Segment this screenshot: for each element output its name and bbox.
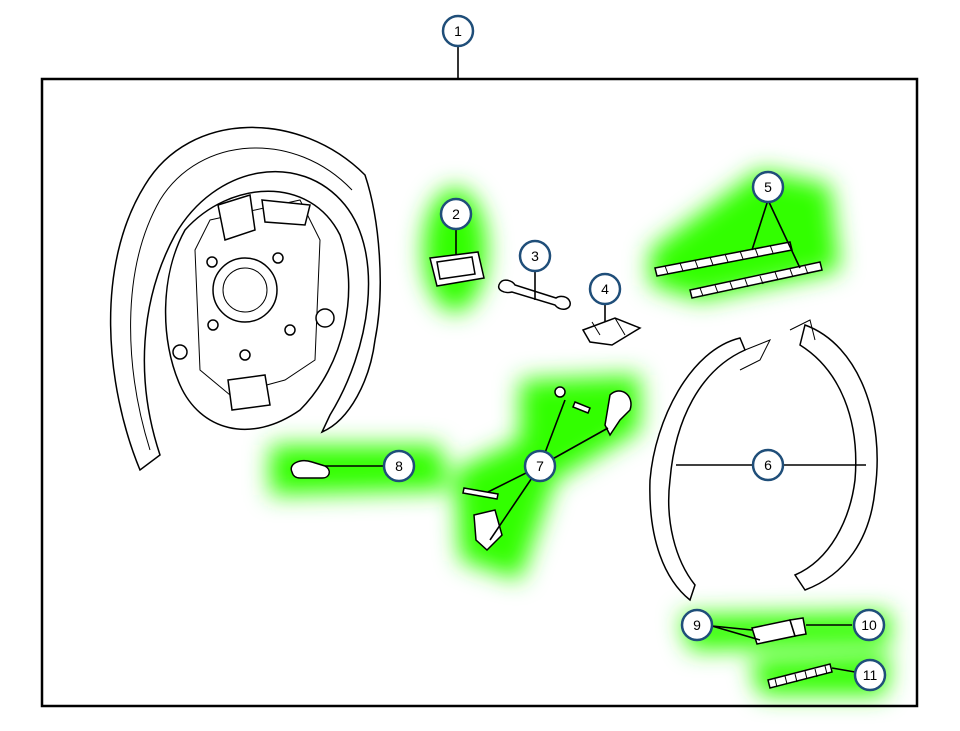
backing-plate-drawing [109, 126, 381, 472]
part-4-drawing [581, 303, 642, 346]
callout-5-label: 5 [764, 179, 772, 195]
part-7-drawing [462, 386, 632, 552]
part-9-10-drawing [711, 617, 852, 645]
callout-8-label: 8 [395, 458, 403, 474]
callout-11-label: 11 [863, 667, 878, 683]
callout-11[interactable]: 11 [853, 658, 887, 692]
callout-3[interactable]: 3 [518, 239, 552, 273]
callout-3-label: 3 [531, 248, 539, 264]
callout-9[interactable]: 9 [680, 608, 714, 642]
part-3-drawing [498, 270, 571, 310]
callout-7-label: 7 [536, 458, 544, 474]
callout-4[interactable]: 4 [588, 272, 622, 306]
part-8-drawing [290, 460, 384, 479]
callout-10-label: 10 [861, 617, 877, 633]
callout-2[interactable]: 2 [439, 197, 473, 231]
callout-8[interactable]: 8 [382, 449, 416, 483]
assembly-frame [40, 77, 919, 708]
callout-10[interactable]: 10 [852, 608, 886, 642]
callout-9-label: 9 [693, 617, 701, 633]
part-11-drawing [767, 663, 856, 689]
callout-4-label: 4 [601, 281, 609, 297]
part-5-drawing [654, 199, 823, 299]
callout-6[interactable]: 6 [751, 448, 785, 482]
callout-1-label: 1 [454, 23, 462, 39]
callout-7[interactable]: 7 [523, 449, 557, 483]
part-6-drawing [649, 319, 878, 602]
callout-6-label: 6 [764, 457, 772, 473]
callout-2-label: 2 [452, 206, 460, 222]
part-2-drawing [429, 230, 485, 287]
highlight-layer [270, 170, 890, 695]
callout-5[interactable]: 5 [751, 170, 785, 204]
callout-layer: 1 2 3 4 5 6 7 8 [382, 14, 887, 692]
callout-1[interactable]: 1 [441, 14, 475, 48]
